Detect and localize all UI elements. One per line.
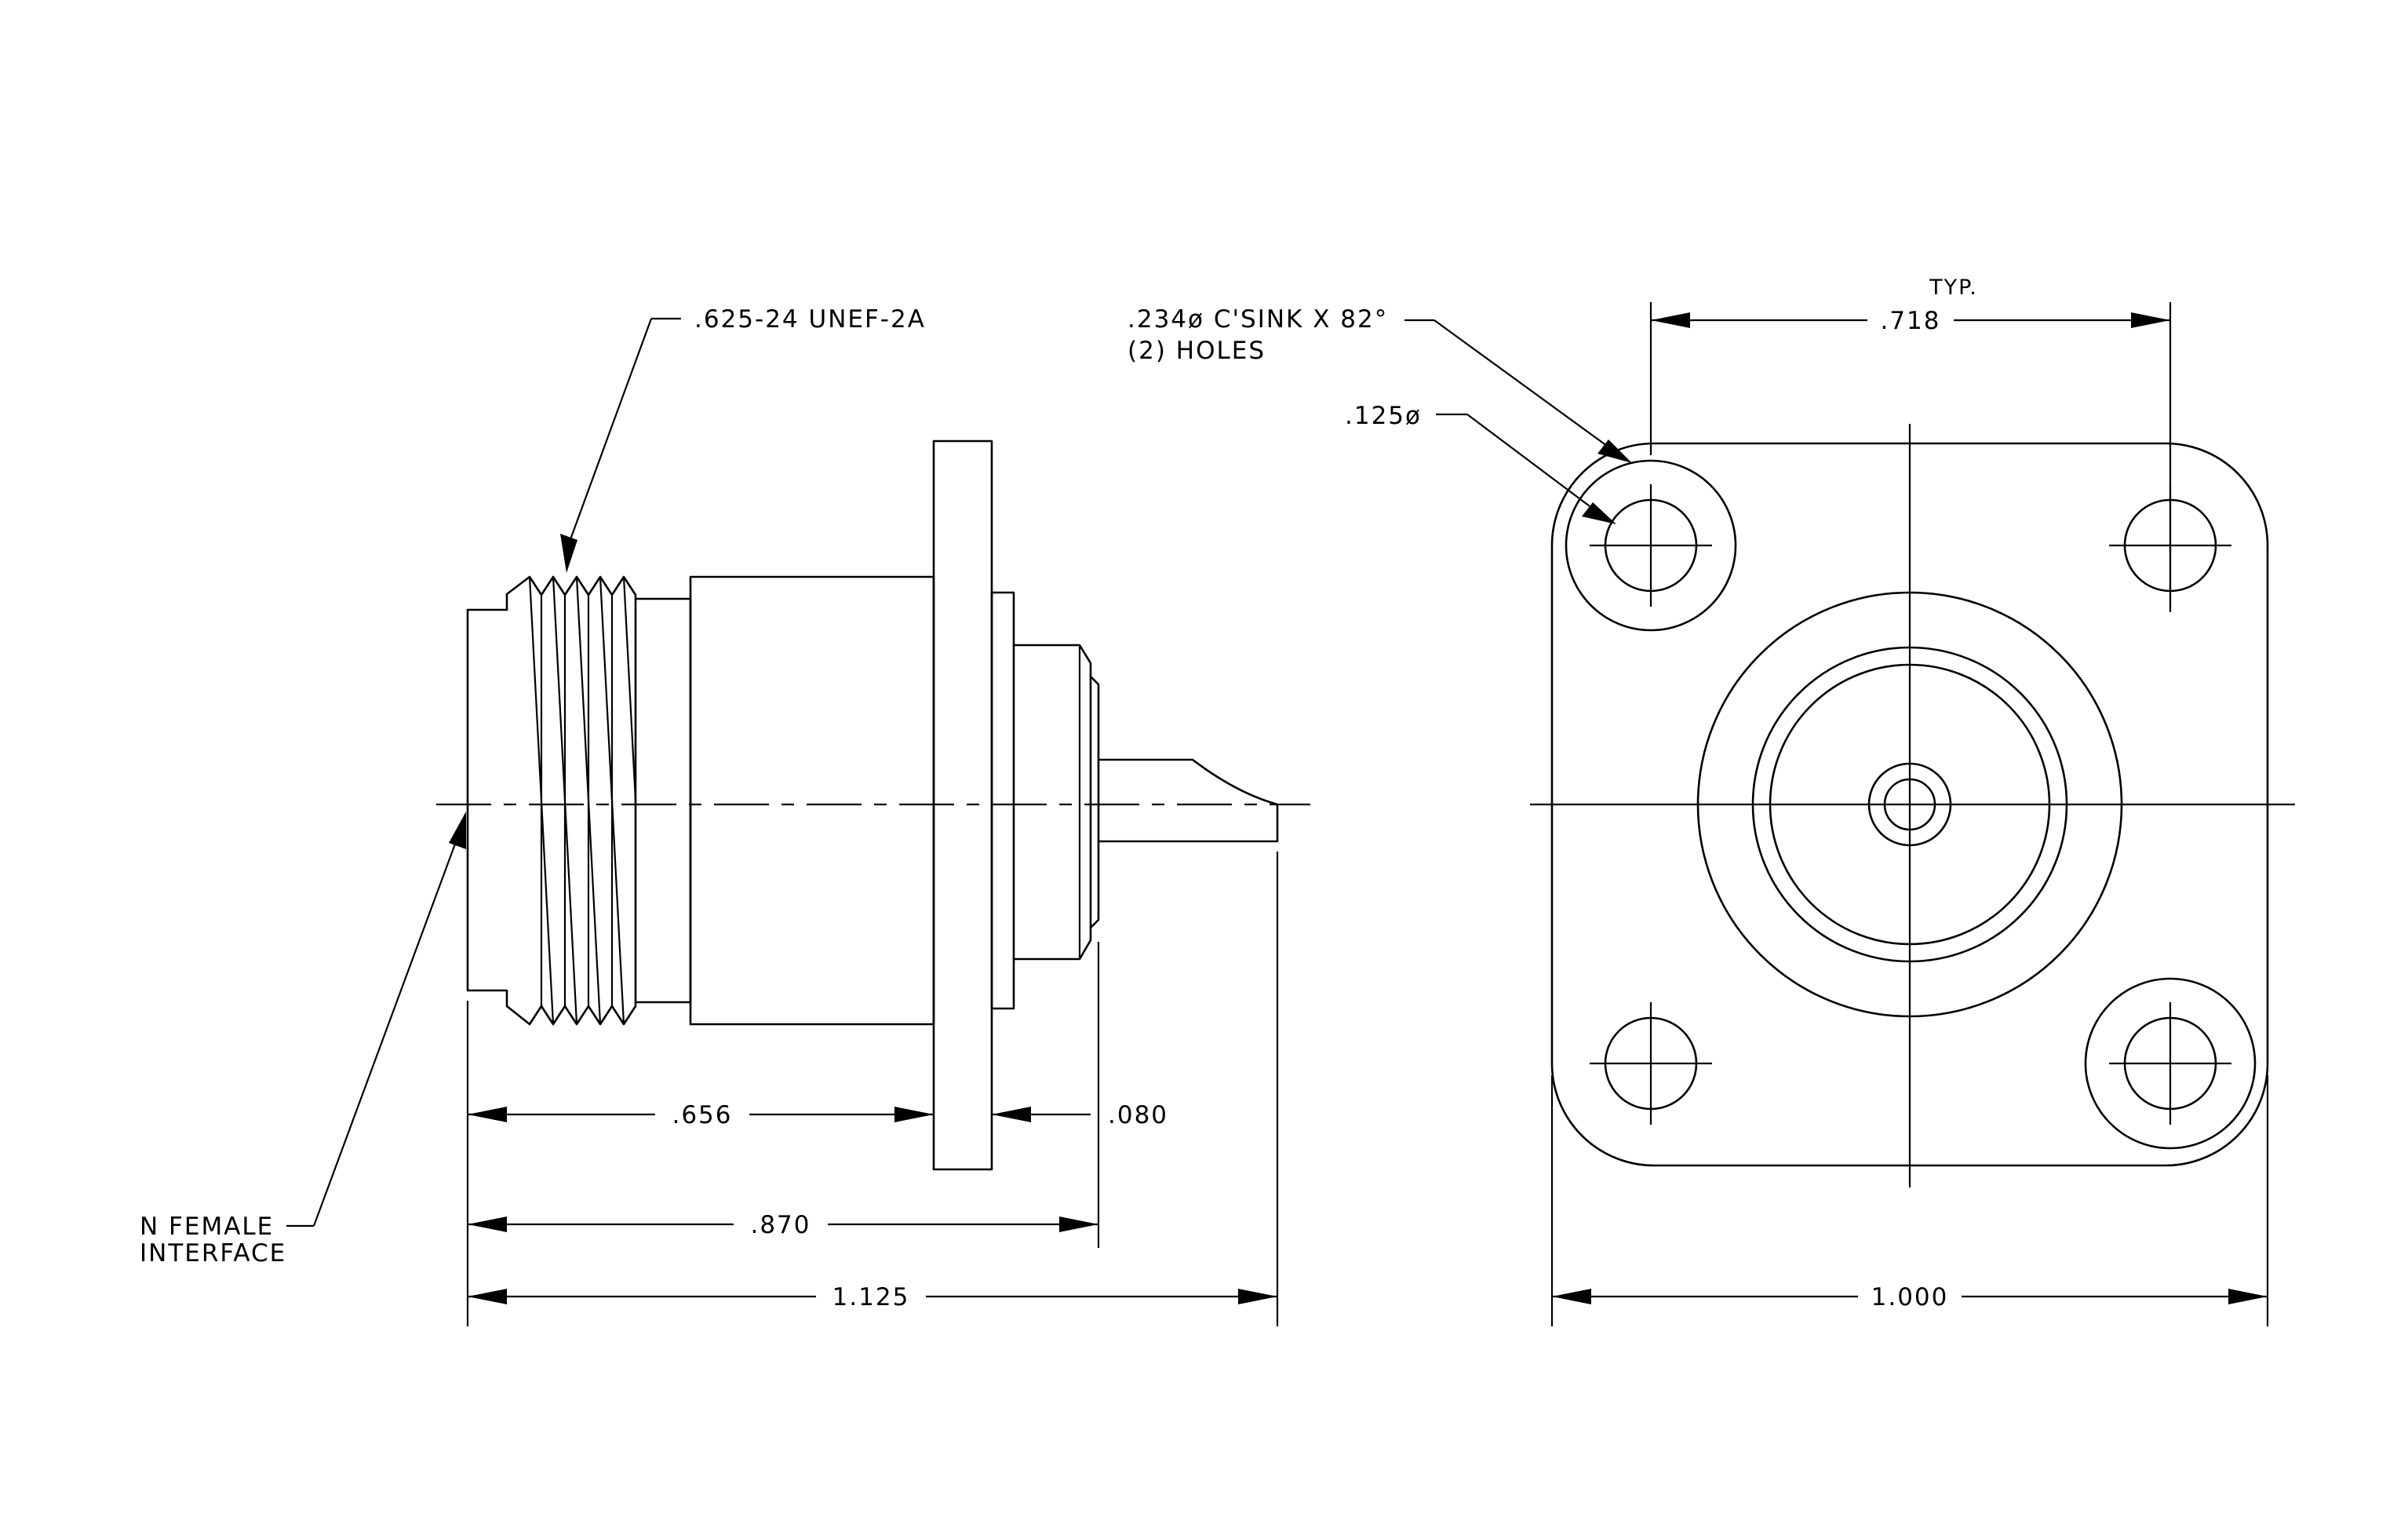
side-dimensions: .656 .080 .870 1.125 <box>466 852 1279 1326</box>
flange-outline <box>1550 442 2269 1167</box>
mount-hole-bottom-left <box>1590 1002 1712 1125</box>
thread-spec-label: .625-24 UNEF-2A <box>694 305 926 334</box>
rear-step <box>1089 675 1100 929</box>
main-body <box>689 575 935 1026</box>
csink-label-line2: (2) HOLES <box>1127 337 1266 365</box>
rear-collar <box>990 591 1015 1010</box>
dim-flange-thickness: .080 <box>1108 1101 1168 1129</box>
front-dimensions: .718 TYP. 1.000 <box>1550 275 2269 1326</box>
dim-hole-spacing: .718 <box>1880 307 1940 335</box>
dim-flange-width: 1.000 <box>1871 1283 1949 1311</box>
thread-body <box>505 575 637 1026</box>
rear-body <box>1012 644 1092 961</box>
csink-label-line1: .234ø C'SINK X 82° <box>1127 305 1388 334</box>
dim-rear-length: .870 <box>750 1211 811 1239</box>
dim-overall-length: 1.125 <box>832 1283 910 1311</box>
typ-note: TYP. <box>1929 275 1978 300</box>
mount-hole-bottom-right <box>2084 977 2257 1150</box>
mount-hole-top-left <box>1565 459 1737 632</box>
front-view <box>1530 424 2295 1187</box>
neck <box>634 597 692 1004</box>
thread-helix <box>528 576 637 1025</box>
interface-label-line2: INTERFACE <box>140 1239 286 1268</box>
side-view <box>436 440 1310 1171</box>
callouts: .625-24 UNEF-2A N FEMALE INTERFACE .234ø… <box>140 305 1632 1268</box>
dim-flange-offset: .656 <box>672 1101 732 1129</box>
interface-label-line1: N FEMALE <box>140 1213 274 1241</box>
front-sleeve <box>466 608 508 992</box>
contact-pin <box>1097 758 1279 843</box>
hole-dia-label: .125ø <box>1345 402 1422 430</box>
